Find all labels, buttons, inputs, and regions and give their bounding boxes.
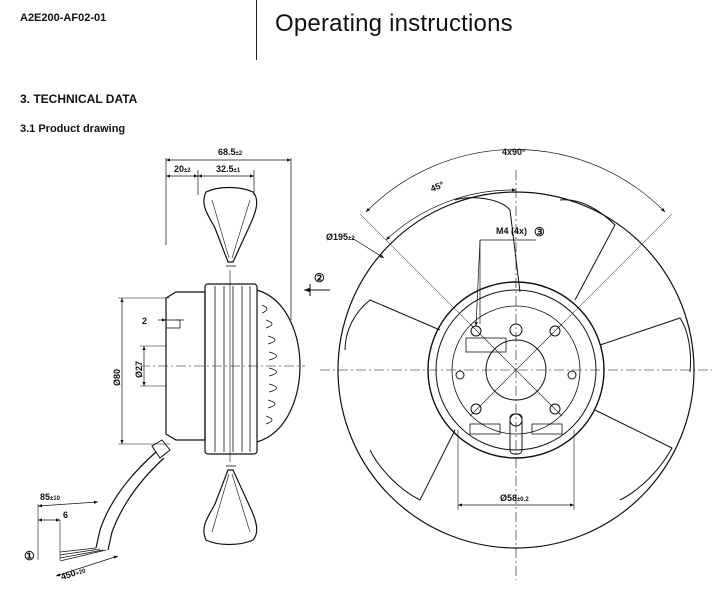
side-view-labels: 68.5±2 20±2 32.5±1 2 Ø80 Ø27 85±10 6 450… xyxy=(24,147,325,582)
side-view xyxy=(37,158,330,577)
front-view-labels: 4x90° 45° Ø195±2 M4 (4x) ③ Ø58±0.2 xyxy=(326,147,545,503)
dim-cable-length: 450+20 xyxy=(60,564,88,582)
dim-lip: 2 xyxy=(142,316,147,326)
section-heading: 3. TECHNICAL DATA xyxy=(20,92,138,106)
model-code: A2E200-AF02-01 xyxy=(20,12,107,24)
document-title: Operating instructions xyxy=(275,10,513,37)
dim-blade-width: 32.5±1 xyxy=(216,164,241,174)
dim-hub-offset: 20±2 xyxy=(174,164,191,174)
callout-3: ③ xyxy=(534,225,545,239)
dim-overall-depth: 68.5±2 xyxy=(218,147,243,157)
callout-1: ① xyxy=(24,549,35,563)
dim-cable-strip: 85±10 xyxy=(40,492,61,502)
screw-label: M4 (4x) xyxy=(496,226,527,236)
dim-shaft-dia: Ø27 xyxy=(134,361,144,378)
header-divider xyxy=(256,0,257,60)
front-view xyxy=(320,149,712,580)
callout-2: ② xyxy=(314,271,325,285)
dim-motor-dia: Ø80 xyxy=(112,369,122,386)
dim-centering-dia: Ø58±0.2 xyxy=(500,493,529,503)
dim-fan-dia: Ø195±2 xyxy=(326,232,355,242)
dim-angle: 45° xyxy=(429,179,446,194)
subsection-heading: 3.1 Product drawing xyxy=(20,123,126,135)
dim-wire-strip: 6 xyxy=(63,510,68,520)
dim-bolt-pattern: 4x90° xyxy=(502,147,526,157)
